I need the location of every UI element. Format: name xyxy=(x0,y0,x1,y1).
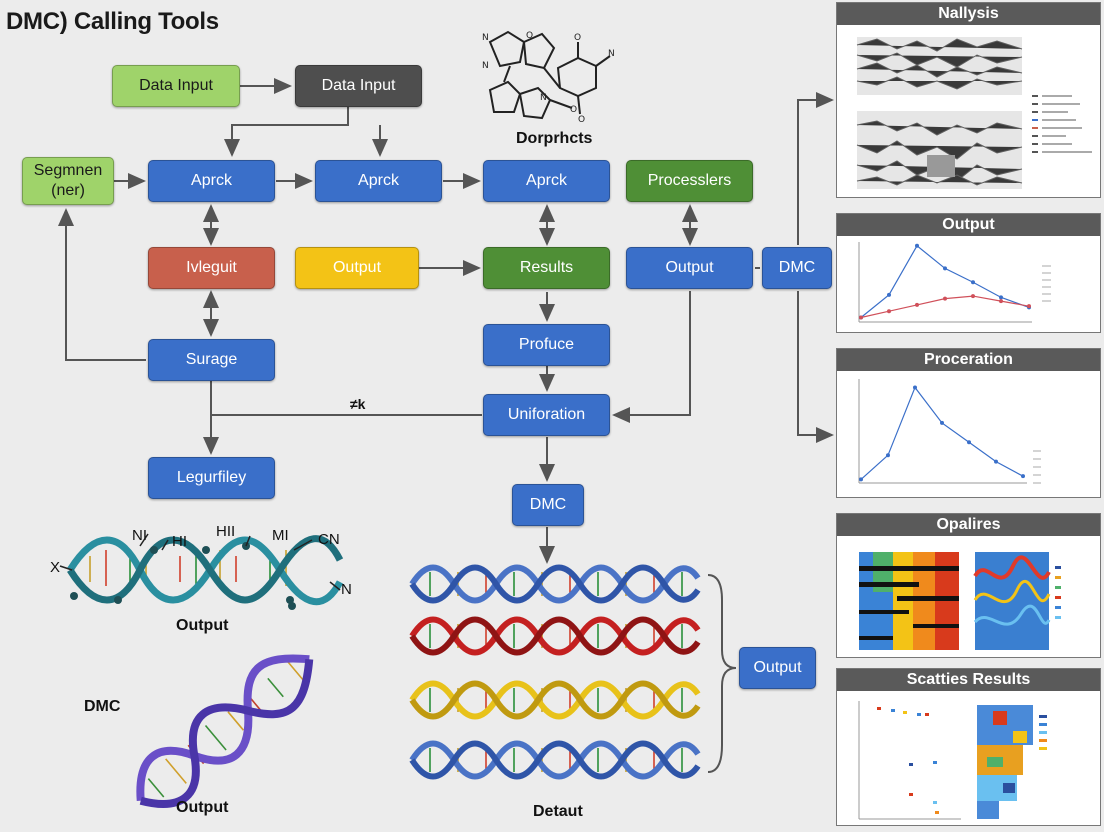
helix-tag-hi: HI xyxy=(172,533,187,550)
data-point xyxy=(887,292,891,297)
panel-output-title: Output xyxy=(837,214,1100,236)
helix-tag-cn: CN xyxy=(318,531,340,548)
series-line-0 xyxy=(860,244,1030,318)
panel-scatties-results: Scatties Results xyxy=(836,668,1101,826)
svg-text:O: O xyxy=(578,115,585,125)
helix-output-label-2: Output xyxy=(176,799,229,816)
nallysis-plot xyxy=(856,37,1092,189)
svg-text:O: O xyxy=(574,33,581,43)
molecule-label: Dorprhcts xyxy=(516,130,593,147)
series-line-0 xyxy=(860,386,1024,480)
data-point xyxy=(887,309,891,314)
data-point xyxy=(943,266,947,271)
data-point xyxy=(1027,304,1031,309)
helix-tag-x: X xyxy=(50,559,60,576)
panel-output: Output xyxy=(836,213,1101,333)
helix-tag-mi: MI xyxy=(272,527,289,544)
ivleguit-box[interactable]: Ivleguit xyxy=(148,247,275,289)
data-point xyxy=(886,453,890,458)
scatties-plots xyxy=(858,701,1047,820)
panel-opalires-title: Opalires xyxy=(837,514,1100,536)
segmen-box[interactable]: Segmnen (ner) xyxy=(22,157,114,205)
data-point xyxy=(971,280,975,285)
svg-text:N: N xyxy=(540,93,547,103)
panel-opalires: Opalires xyxy=(836,513,1101,658)
dna-strands-group xyxy=(409,564,701,780)
profuce-box[interactable]: Profuce xyxy=(483,324,610,366)
data-point xyxy=(1021,474,1025,479)
panel-proceration-title: Proceration xyxy=(837,349,1100,371)
results-box[interactable]: Results xyxy=(483,247,610,289)
panel-proceration: Proceration xyxy=(836,348,1101,498)
data-point xyxy=(971,294,975,299)
aprck-box-3[interactable]: Aprck xyxy=(483,160,610,202)
svg-text:N: N xyxy=(482,33,489,43)
svg-text:O: O xyxy=(570,105,577,115)
panel-nallysis: Nallysis xyxy=(836,2,1101,198)
output-line-chart xyxy=(858,242,1051,323)
data-point xyxy=(943,296,947,301)
legurfiley-box[interactable]: Legurfiley xyxy=(148,457,275,499)
page-title: DMC) Calling Tools xyxy=(6,8,219,35)
helix-tag-n: N xyxy=(341,581,352,598)
data-point xyxy=(915,243,919,248)
dmc-mid-box[interactable]: DMC xyxy=(512,484,584,526)
edge-label: ≠k xyxy=(350,396,366,412)
processlers-box[interactable]: Processlers xyxy=(626,160,753,202)
data-point xyxy=(859,315,863,320)
data-point xyxy=(859,477,863,482)
svg-text:O: O xyxy=(526,31,533,41)
output-blue-box[interactable]: Output xyxy=(626,247,753,289)
data-input-box-1[interactable]: Data Input xyxy=(112,65,240,107)
data-point xyxy=(967,440,971,445)
data-point xyxy=(915,302,919,307)
data-point xyxy=(999,295,1003,300)
helix-output-label-1: Output xyxy=(176,617,229,634)
data-input-box-2[interactable]: Data Input xyxy=(295,65,422,107)
output-yellow-box[interactable]: Output xyxy=(295,247,419,289)
helix-dmc-label: DMC xyxy=(84,698,121,715)
data-point xyxy=(994,459,998,464)
aprck-box-2[interactable]: Aprck xyxy=(315,160,442,202)
data-point xyxy=(913,385,917,390)
uniforation-box[interactable]: Uniforation xyxy=(483,394,610,436)
svg-text:N: N xyxy=(608,49,615,59)
data-point xyxy=(940,420,944,425)
output-bottom-box[interactable]: Output xyxy=(739,647,816,689)
opalires-heatmaps xyxy=(859,552,1061,650)
aprck-box-1[interactable]: Aprck xyxy=(148,160,275,202)
data-point xyxy=(999,299,1003,304)
dna-helix-illustration: NI HI HII MI CN X N xyxy=(50,523,352,808)
proceration-line-chart xyxy=(858,379,1041,484)
surage-box[interactable]: Surage xyxy=(148,339,275,381)
panel-nallysis-title: Nallysis xyxy=(837,3,1100,25)
svg-text:N: N xyxy=(482,61,489,71)
molecule-structure: N N O O N O N O xyxy=(482,30,615,125)
panel-scatties-title: Scatties Results xyxy=(837,669,1100,691)
helix-tag-hii: HII xyxy=(216,523,235,540)
helix-tag-ni: NI xyxy=(132,527,147,544)
detaut-label: Detaut xyxy=(533,803,583,820)
dmc-right-box[interactable]: DMC xyxy=(762,247,832,289)
